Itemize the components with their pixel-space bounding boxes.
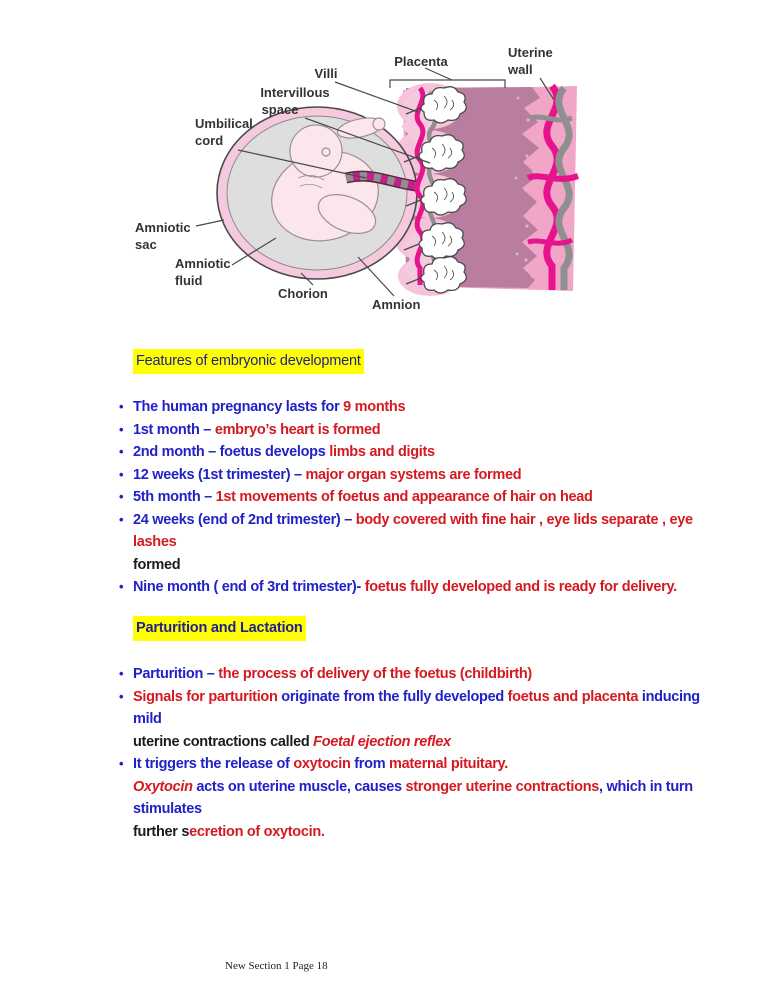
label-amnion: Amnion [372, 297, 420, 312]
text-segment: body covered with fine hair , eye lids s… [355, 511, 693, 528]
text-segment: foetus and placenta [507, 688, 642, 705]
text-segment: 2nd month – foetus develops [133, 444, 330, 460]
text-segment: Nine month ( end of 3rd trimester)- [133, 579, 365, 595]
bullet-item: 24 weeks (end of 2nd trimester) – body c… [118, 509, 693, 577]
bullet-item: Nine month ( end of 3rd trimester)- foet… [118, 576, 693, 599]
text-segment: Parturition – [133, 666, 219, 682]
text-segment: 1st month – [133, 421, 215, 438]
text-segment: further s [133, 823, 190, 840]
text-segment: 12 weeks (1st trimester) – [133, 466, 306, 483]
text-segment: 5th month – [133, 489, 216, 505]
embryo-diagram: Placenta Uterine wall Villi Intervillous… [135, 45, 580, 312]
text-segment: formed [133, 556, 181, 573]
bullet-item: The human pregnancy lasts for 9 months [118, 396, 693, 419]
label-placenta: Placenta [394, 54, 448, 69]
label-intervillous-1: Intervillous [260, 85, 329, 100]
text-segment: foetus fully developed and is ready for … [364, 579, 677, 595]
label-amniotic-sac-1: Amniotic [135, 220, 191, 235]
label-umbilical-1: Umbilical [195, 116, 253, 131]
parturition-list: Parturition – the process of delivery of… [118, 663, 700, 843]
embryonic-development-list: The human pregnancy lasts for 9 months1s… [118, 396, 693, 599]
fetus-illustration [271, 117, 386, 242]
text-segment: Signals for parturition [133, 688, 282, 705]
bullet-item: 12 weeks (1st trimester) – major organ s… [118, 464, 693, 487]
umbilical-cord [344, 170, 417, 192]
text-segment: ecretion of oxytocin. [189, 823, 325, 840]
label-uterine-wall-1: Uterine [508, 45, 553, 60]
text-segment: 1st movements of foetus and appearance o… [215, 489, 593, 505]
text-segment: Foetal ejection reflex [313, 733, 451, 750]
text-segment: mild [133, 711, 162, 727]
chorion-junction-bottom [401, 227, 436, 289]
label-villi: Villi [315, 66, 338, 81]
heading-features-of-embryonic-development: Features of embryonic development [133, 349, 364, 374]
text-segment: limbs and digits [329, 444, 435, 460]
label-chorion: Chorion [278, 286, 328, 301]
text-segment: major organ systems are formed [305, 466, 522, 483]
bullet-item: Signals for parturition originate from t… [118, 686, 700, 754]
text-segment: embryo’s heart is formed [214, 421, 381, 438]
text-segment: lashes [133, 534, 177, 550]
bullet-item: It triggers the release of oxytocin from… [118, 753, 700, 843]
label-amniotic-sac-2: sac [135, 237, 157, 252]
text-segment: inducing [641, 688, 700, 705]
text-segment: acts on uterine muscle, causes [192, 778, 406, 795]
text-segment: It triggers the release of [133, 756, 294, 772]
text-segment: stronger uterine contractions [405, 778, 600, 795]
text-segment: originate from the fully developed [281, 688, 508, 705]
heading-parturition-and-lactation: Parturition and Lactation [133, 616, 306, 641]
label-umbilical-2: cord [195, 133, 223, 148]
maternal-blood-vessels [526, 83, 580, 290]
label-lines [195, 67, 555, 297]
text-segment: 9 months [343, 399, 406, 415]
text-segment: stimulates [133, 801, 202, 817]
chorion-junction-top [400, 85, 435, 146]
page-footer: New Section 1 Page 18 [225, 960, 328, 972]
label-intervillous-2: space [262, 102, 299, 117]
text-segment: oxytocin [293, 756, 355, 772]
text-segment: The human pregnancy lasts for [133, 399, 344, 415]
label-amniotic-fluid-1: Amniotic [175, 256, 231, 271]
text-segment: , which in turn [599, 778, 693, 795]
text-segment: the process of delivery of the foetus (c… [218, 666, 532, 682]
label-amniotic-fluid-2: fluid [175, 273, 202, 288]
text-segment: maternal pituitary. [389, 756, 508, 772]
bullet-item: 2nd month – foetus develops limbs and di… [118, 441, 693, 464]
bullet-item: 1st month – embryo’s heart is formed [118, 419, 693, 442]
label-uterine-wall-2: wall [507, 62, 533, 77]
text-segment: from [354, 756, 390, 772]
bullet-item: Parturition – the process of delivery of… [118, 663, 700, 686]
bullet-item: 5th month – 1st movements of foetus and … [118, 486, 693, 509]
text-segment: uterine contractions called [133, 733, 314, 750]
text-segment: Oxytocin [133, 778, 193, 795]
text-segment: 24 weeks (end of 2nd trimester) – [133, 511, 356, 528]
